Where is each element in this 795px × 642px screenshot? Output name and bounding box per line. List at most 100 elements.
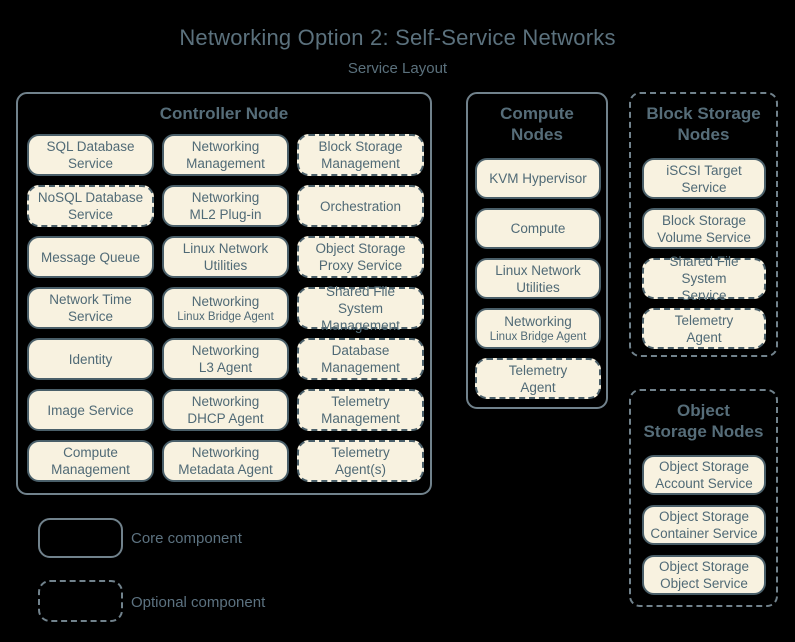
service-label-2: Volume Service — [657, 229, 751, 245]
service-label: Networking — [191, 190, 260, 205]
service-label: Compute — [510, 221, 566, 236]
service-label-2: Agent — [686, 329, 722, 345]
service-label-2: Service — [67, 207, 113, 222]
service-networking-l3-agent: Networking L3 Agent — [162, 338, 289, 380]
service-label-2: Container Service — [650, 526, 758, 541]
service-label-2: Metadata Agent — [178, 462, 273, 477]
service-label: Block Storage — [661, 212, 747, 228]
service-label-2: DHCP Agent — [187, 411, 264, 426]
service-label: Message Queue — [40, 249, 141, 265]
service-label: Telemetry — [331, 394, 390, 409]
service-label: Image Service — [47, 402, 134, 418]
service-label-2: Service — [67, 309, 113, 324]
compute-nodes-title-line2: Nodes — [511, 125, 563, 144]
service-label: Network Time — [49, 292, 132, 307]
service-label-2: L3 Agent — [198, 360, 253, 375]
service-label-2: Proxy Service — [318, 258, 403, 273]
service-label: Telemetry — [331, 445, 390, 460]
page-subtitle: Service Layout — [347, 60, 448, 77]
service-label-2: Management — [51, 462, 130, 477]
service-label: Object Storage — [658, 459, 750, 474]
service-label-2: Account Service — [655, 476, 753, 491]
service-label-2: Management — [321, 317, 400, 333]
service-label-2: Agent(s) — [334, 462, 387, 477]
service-label-2: Service — [681, 288, 727, 303]
service-label-2: ML2 Plug-in — [189, 207, 262, 222]
service-label-2: Linux Bridge Agent — [489, 331, 587, 343]
service-label-2: Linux Bridge Agent — [177, 310, 274, 323]
service-label: Compute — [63, 445, 118, 460]
service-label-2: Agent — [520, 379, 556, 395]
service-label: KVM Hypervisor — [489, 171, 587, 186]
service-label-2: Management — [186, 156, 265, 171]
service-label: Linux Network — [495, 262, 581, 278]
service-label: Object Storage — [315, 241, 406, 256]
service-label: Shared File System — [669, 254, 739, 286]
service-label: Object Storage — [658, 559, 750, 574]
service-kvm-hypervisor: KVM Hypervisor — [475, 158, 601, 199]
service-label: Telemetry — [508, 362, 568, 378]
core-component-swatch — [38, 518, 123, 558]
optional-component-swatch — [38, 580, 123, 622]
compute-nodes-title-line1: Compute — [500, 104, 574, 123]
controller-node-title: Controller Node — [159, 104, 289, 123]
service-label: Networking — [504, 314, 572, 329]
block-storage-title-line2: Nodes — [677, 125, 730, 144]
object-storage-title-line1: Object — [677, 401, 730, 420]
service-label-2: Utilities — [516, 279, 560, 295]
service-label: iSCSI Target — [666, 162, 742, 178]
service-label: Networking — [191, 293, 260, 309]
service-label: NoSQL Database — [37, 190, 144, 205]
service-label: Networking — [191, 394, 260, 409]
service-label: Linux Network — [182, 241, 269, 256]
service-image-service: Image Service — [27, 389, 154, 431]
service-label-2: Management — [321, 360, 400, 375]
service-label: Networking — [191, 343, 260, 358]
service-label-2: Service — [681, 179, 727, 195]
service-label-2: Management — [321, 156, 400, 171]
service-label-2: Utilities — [203, 258, 248, 273]
service-label-2: Management — [321, 411, 400, 426]
service-label: Shared File System — [325, 283, 396, 316]
service-label-2: Object Service — [660, 576, 748, 591]
service-label: Object Storage — [658, 509, 750, 524]
service-label: Block Storage — [318, 139, 403, 154]
service-label: Networking — [191, 445, 260, 460]
service-compute: Compute — [475, 208, 601, 249]
page-title: Networking Option 2: Self-Service Networ… — [179, 25, 616, 50]
service-identity: Identity — [27, 338, 154, 380]
service-label: Identity — [68, 351, 113, 367]
object-storage-title-line2: Storage Nodes — [643, 422, 764, 441]
